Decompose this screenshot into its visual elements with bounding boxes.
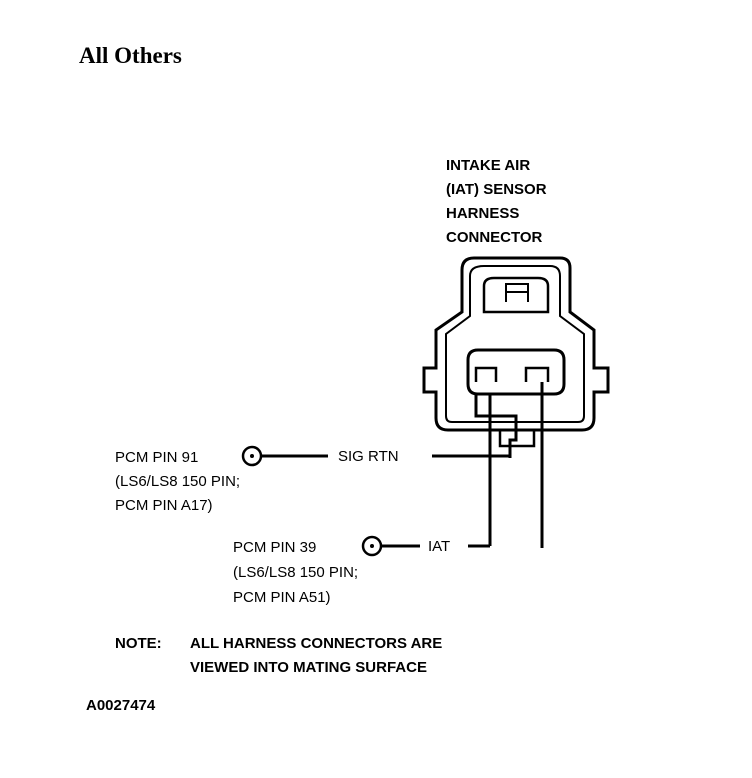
note-line-2: VIEWED INTO MATING SURFACE xyxy=(190,659,427,676)
connector-outer-shell xyxy=(422,256,610,432)
pcm-pin-91-symbol xyxy=(241,445,263,467)
section-heading: All Others xyxy=(79,43,182,68)
terminal-pin-left xyxy=(474,366,498,382)
sig-rtn-label: SIG RTN xyxy=(338,448,399,465)
connector-bottom-tab xyxy=(498,430,536,448)
wiring xyxy=(262,382,544,548)
connector-title-line-3: HARNESS xyxy=(446,205,519,222)
connector-latch xyxy=(482,276,550,314)
iat-label: IAT xyxy=(428,538,450,555)
connector-title-line-1: INTAKE AIR xyxy=(446,157,530,174)
pcm-pin-91-line-1: PCM PIN 91 xyxy=(115,449,198,466)
pcm-pin-39-line-1: PCM PIN 39 xyxy=(233,539,316,556)
connector-inner-shell xyxy=(445,265,585,423)
figure-id: A0027474 xyxy=(86,697,156,714)
note-prefix: NOTE: xyxy=(115,635,162,652)
pcm-pin-91-line-3: PCM PIN A17) xyxy=(115,497,213,514)
pcm-pin-91-line-2: (LS6/LS8 150 PIN; xyxy=(115,473,240,490)
pcm-pin-39-symbol xyxy=(361,535,383,557)
pcm-pin-39-line-2: (LS6/LS8 150 PIN; xyxy=(233,564,358,581)
terminal-pin-right xyxy=(524,366,550,382)
connector-title-line-2: (IAT) SENSOR xyxy=(446,181,547,198)
latch-key xyxy=(505,283,529,302)
connector-title-line-4: CONNECTOR xyxy=(446,229,543,246)
note-line-1: ALL HARNESS CONNECTORS ARE xyxy=(190,635,442,652)
iat-connector-drawing xyxy=(422,256,610,448)
wire-sig-rtn-terminal xyxy=(474,394,518,458)
pcm-pin-39-line-3: PCM PIN A51) xyxy=(233,589,331,606)
terminal-cavity xyxy=(466,348,566,396)
